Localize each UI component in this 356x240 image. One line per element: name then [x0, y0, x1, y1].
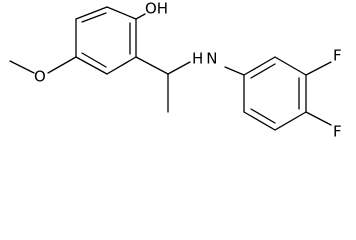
fluorine-4-label: F [333, 123, 342, 141]
bond [274, 111, 307, 131]
bond-o-to-methyl [9, 60, 35, 74]
bond [106, 6, 137, 20]
amine-label: H N [192, 50, 218, 68]
bond-ring-to-hydroxyl [135, 13, 146, 20]
hydroxyl-label: OH [145, 0, 168, 18]
bond [243, 56, 276, 76]
difluorophenyl-ring [243, 56, 307, 131]
double-bond-inner [250, 63, 276, 79]
bond [274, 56, 307, 76]
double-bond-inner [81, 52, 107, 68]
bond-ring-to-ch [135, 56, 169, 75]
methoxy-oxygen-label: O [34, 68, 46, 86]
double-bond-inner [81, 12, 107, 23]
bond [106, 56, 137, 75]
bond-ring-to-f4 [305, 111, 332, 126]
molecule-structure: OH H N O F F [9, 0, 342, 141]
bond-nh-to-ring [224, 66, 245, 76]
double-bond-inner [250, 108, 276, 124]
fluorine-3-label: F [333, 47, 342, 65]
bond-ch-to-nh [167, 61, 191, 75]
bond [243, 111, 276, 131]
bond-ring-to-methoxy-o [47, 56, 77, 74]
phenol-ring [75, 6, 137, 75]
bond [75, 56, 108, 75]
bond-ring-to-f3 [305, 61, 332, 76]
bond [75, 6, 108, 20]
